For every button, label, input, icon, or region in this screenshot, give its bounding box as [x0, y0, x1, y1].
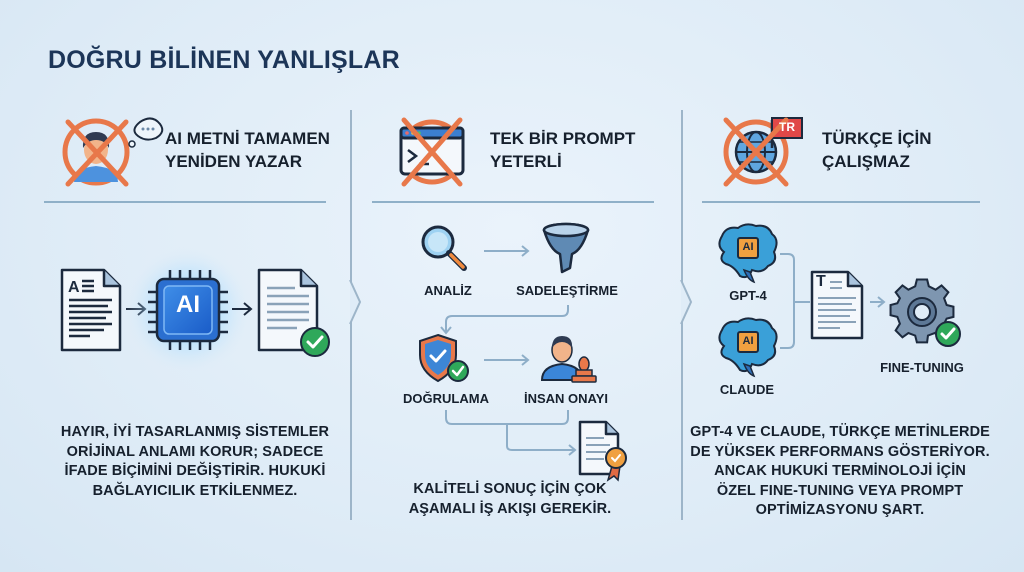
page-title: DOĞRU BİLİNEN YANLIŞLAR [48, 46, 400, 74]
chevron-right-icon [680, 279, 693, 325]
magnifier-icon [421, 225, 467, 271]
chip-label: AI [742, 335, 754, 347]
text-document-icon: A [60, 268, 122, 352]
brain-chip-icon [718, 223, 778, 284]
myth-title: TÜRKÇE İÇİN ÇALIŞMAZ [822, 129, 932, 171]
step-label-insan-onayi: İNSAN ONAYI [523, 391, 609, 406]
step-label-analiz: ANALİZ [424, 283, 472, 298]
myth-title: TEK BİR PROMPT YETERLİ [490, 129, 636, 171]
brain-chip-icon [718, 317, 778, 378]
person-stamp-icon [540, 336, 597, 383]
ai-chip-icon [148, 270, 228, 350]
chevron-right-icon [349, 279, 362, 325]
section-rule [44, 201, 326, 203]
doc-letter: T [816, 273, 826, 290]
step-label-dogrulama: DOĞRULAMA [403, 391, 489, 406]
model-connectors [780, 253, 886, 349]
model-label-gpt4: GPT-4 [729, 288, 767, 303]
myth-answer: KALİTELİ SONUÇ İÇİN ÇOK AŞAMALI İŞ AKIŞI… [408, 481, 612, 517]
person-thinking-crossed-icon [62, 117, 164, 187]
section-rule [372, 201, 654, 203]
gear-check-icon [889, 278, 961, 347]
flag-label: TR [779, 120, 795, 134]
model-label-claude: CLAUDE [719, 382, 775, 397]
certified-document-icon [578, 420, 627, 482]
chip-label: AI [742, 241, 754, 253]
myth-answer: HAYIR, İYİ TASARLANMIŞ SİSTEMLER ORİJİNA… [60, 424, 330, 499]
funnel-icon [542, 222, 590, 274]
ai-chip-label: AI [176, 291, 200, 318]
terminal-window-crossed-icon [399, 117, 465, 187]
globe-flag-crossed-icon [723, 117, 803, 187]
myth-title: AI METNİ TAMAMEN YENİDEN YAZAR [165, 129, 330, 171]
text-document-icon [810, 270, 864, 340]
target-label-fine-tuning: FINE-TUNING [880, 360, 964, 375]
section-rule [702, 201, 980, 203]
svg-text:A: A [68, 279, 80, 296]
document-check-icon [257, 268, 330, 357]
myth-answer: GPT-4 VE CLAUDE, TÜRKÇE METİNLERDE DE YÜ… [690, 424, 990, 518]
shield-check-icon [419, 333, 469, 383]
arrow-right-icon [232, 302, 253, 316]
step-label-sadelestirme: SADELEŞTİRME [516, 283, 618, 298]
workflow-connectors [440, 245, 577, 456]
